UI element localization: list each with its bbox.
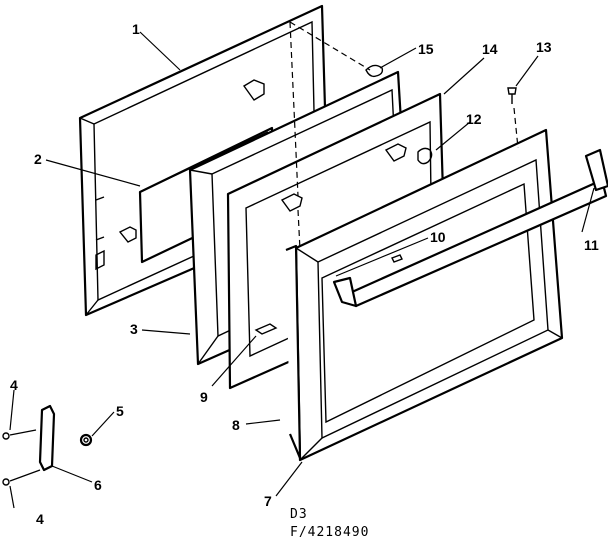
callout-14: 14	[482, 41, 498, 57]
callout-15: 15	[418, 41, 434, 57]
callout-12: 12	[466, 111, 482, 127]
callout-4-upper: 4	[10, 377, 18, 393]
callout-3: 3	[130, 321, 138, 337]
callout-4-lower: 4	[36, 511, 44, 527]
callout-1: 1	[132, 21, 140, 37]
handle-screw	[391, 254, 403, 263]
callout-6: 6	[94, 477, 102, 493]
callout-10: 10	[430, 229, 446, 245]
callout-2: 2	[34, 151, 42, 167]
leader-lines	[9, 31, 595, 509]
callout-9: 9	[200, 389, 208, 405]
mounting-clip	[289, 21, 384, 251]
glass-spacer	[417, 147, 433, 165]
frame-screw	[507, 87, 519, 149]
door-trim	[254, 323, 278, 335]
callout-5: 5	[116, 403, 124, 419]
callout-7: 7	[264, 493, 272, 509]
callout-8: 8	[232, 417, 240, 433]
diagram-code: D3	[290, 507, 308, 522]
hinge-hardware	[2, 404, 93, 486]
callout-13: 13	[536, 39, 552, 55]
callout-11: 11	[584, 237, 599, 253]
door-gasket	[285, 244, 302, 460]
door-handle	[332, 148, 608, 308]
figure-number: F/4218490	[290, 525, 369, 540]
